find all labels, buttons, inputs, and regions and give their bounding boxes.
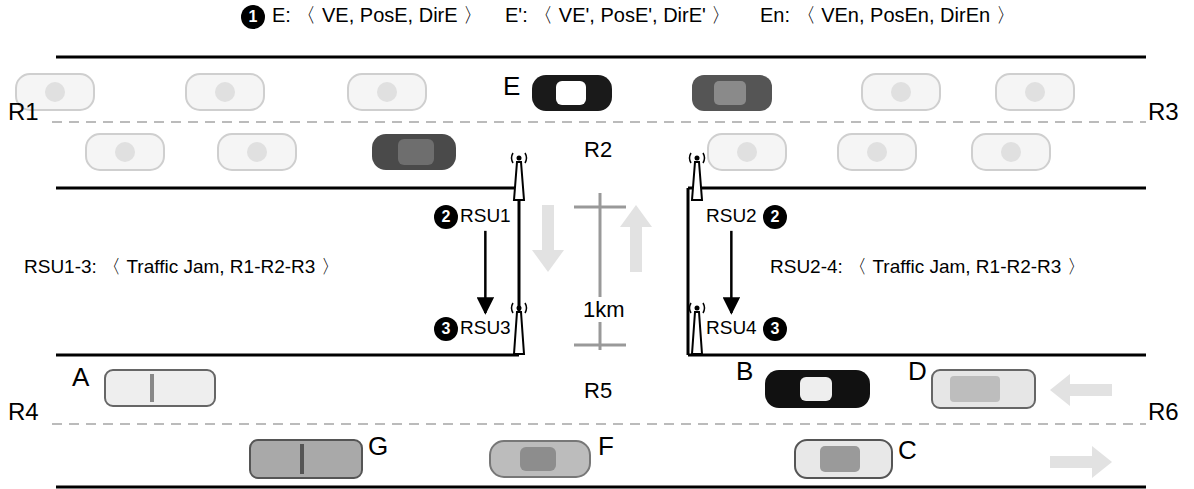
- road-name: R5: [584, 378, 612, 403]
- rsu-name: RSU4: [706, 317, 757, 338]
- callout-number: 2: [763, 205, 787, 229]
- callout-number: 3: [434, 317, 458, 341]
- message-arrow: [730, 231, 733, 313]
- callout-number: 2: [434, 205, 458, 229]
- road-name: R1: [8, 98, 39, 126]
- direction-arrows: [532, 205, 1112, 478]
- rsu-label: RSU2: [704, 203, 759, 229]
- message-arrow: [484, 231, 487, 313]
- scale-bar: [574, 193, 626, 350]
- rsu-label: RSU4: [704, 315, 759, 341]
- rsu-name: RSU2: [706, 205, 757, 226]
- distance-label: 1km: [581, 297, 627, 322]
- vehicle-letter: A: [72, 363, 89, 393]
- callout-number: 3: [763, 317, 787, 341]
- entity-tuple: E': 〈 VE', PosE', DirE' 〉: [505, 4, 731, 27]
- rsu-name: RSU3: [460, 317, 511, 338]
- vehicle-letter: G: [368, 432, 388, 462]
- road-name: R3: [1148, 98, 1179, 126]
- vehicle-letter: B: [736, 357, 753, 387]
- road-name: R4: [8, 398, 39, 426]
- vehicle-letter: F: [598, 432, 614, 462]
- vehicle-letter: E: [503, 72, 520, 102]
- vehicle-letter: D: [908, 357, 927, 387]
- entity-tuple: En: 〈 VEn, PosEn, DirEn 〉: [760, 4, 1016, 27]
- rsu-label: RSU3: [458, 315, 513, 341]
- vehicle-letter: C: [898, 436, 917, 466]
- rsu-label: RSU1: [458, 203, 513, 229]
- road-name: R6: [1148, 398, 1179, 426]
- road-name: R2: [584, 137, 612, 162]
- faded-cars: [16, 74, 1074, 170]
- entity-tuple: E: 〈 VE, PosE, DirE 〉: [272, 4, 483, 27]
- rsu-towers: [512, 153, 705, 354]
- rsu-name: RSU1: [460, 205, 511, 226]
- message-tuple: RSU1-3: 〈 Traffic Jam, R1-R2-R3 〉: [24, 256, 340, 278]
- message-tuple: RSU2-4: 〈 Traffic Jam, R1-R2-R3 〉: [770, 256, 1086, 278]
- callout-number: 1: [241, 5, 265, 29]
